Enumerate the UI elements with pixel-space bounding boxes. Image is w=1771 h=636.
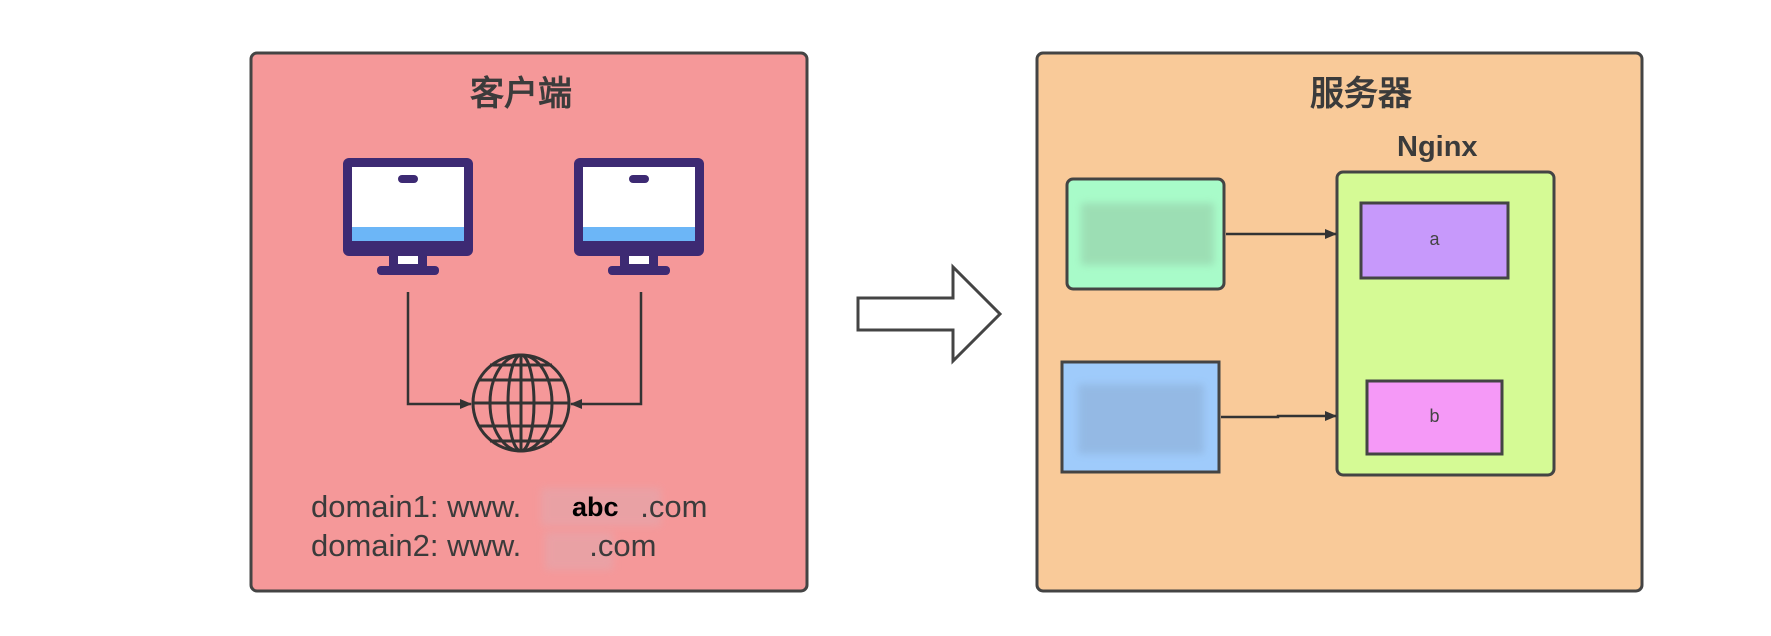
globe-icon	[471, 353, 571, 453]
nginx-title: Nginx	[1397, 131, 1478, 163]
right-arrow-icon	[856, 263, 1003, 365]
connector-arrow	[570, 292, 643, 409]
connector-arrow	[1221, 411, 1337, 421]
client-panel-title: 客户端	[470, 75, 572, 113]
domain-prefix: domain1: www.	[311, 489, 522, 524]
computer-monitor-icon	[574, 158, 704, 275]
nginx-box-a-label: a	[1429, 229, 1440, 249]
domain-line-1: domain1: www. .com	[311, 489, 707, 525]
server-panel-title: 服务器	[1310, 75, 1412, 113]
redacted-text-block	[1081, 203, 1214, 265]
domain-highlight: abc	[572, 492, 619, 522]
nginx-box-a	[1359, 201, 1510, 280]
computer-monitor-icon	[343, 158, 473, 275]
domain-prefix: domain2: www.	[311, 528, 522, 563]
nginx-box-b-label: b	[1429, 406, 1440, 426]
redacted-text-block	[541, 488, 661, 526]
connector-arrow	[406, 292, 472, 409]
nginx-box-b	[1365, 379, 1504, 456]
domain-line-2: domain2: www. .com	[311, 528, 656, 564]
domain-suffix: .com	[640, 489, 708, 524]
redacted-text-block	[545, 532, 613, 570]
domain-suffix: .com	[589, 528, 657, 563]
redacted-text-block	[1078, 384, 1204, 454]
